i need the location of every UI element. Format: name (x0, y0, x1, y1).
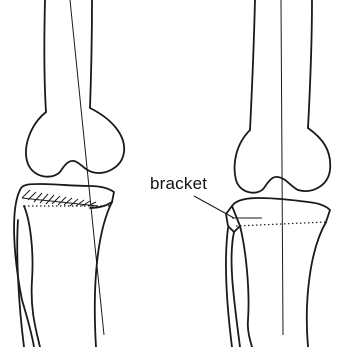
left-mechanical-axis (70, 0, 104, 335)
left-femoral-condyles (26, 108, 124, 177)
right-mechanical-axis (281, 0, 283, 335)
left-fibula (24, 206, 40, 347)
bracket-label: bracket (150, 174, 207, 194)
right-fibula (240, 226, 252, 347)
right-knee (194, 0, 330, 347)
left-knee (14, 0, 124, 347)
right-tibia-shaft-medial (307, 222, 326, 347)
right-femur-shaft-medial (308, 0, 312, 128)
left-fibula-inner (17, 220, 24, 347)
left-tibial-plateau (20, 184, 114, 208)
right-plateau-line (236, 222, 326, 226)
left-femur-shaft (44, 0, 46, 112)
left-femur-shaft-medial (90, 0, 92, 108)
right-tibia-shaft (232, 232, 240, 347)
bracket-leader-line (194, 196, 234, 218)
right-fibula-inner (226, 228, 232, 347)
right-femur-shaft (250, 0, 255, 130)
left-hatched-region (22, 190, 98, 206)
